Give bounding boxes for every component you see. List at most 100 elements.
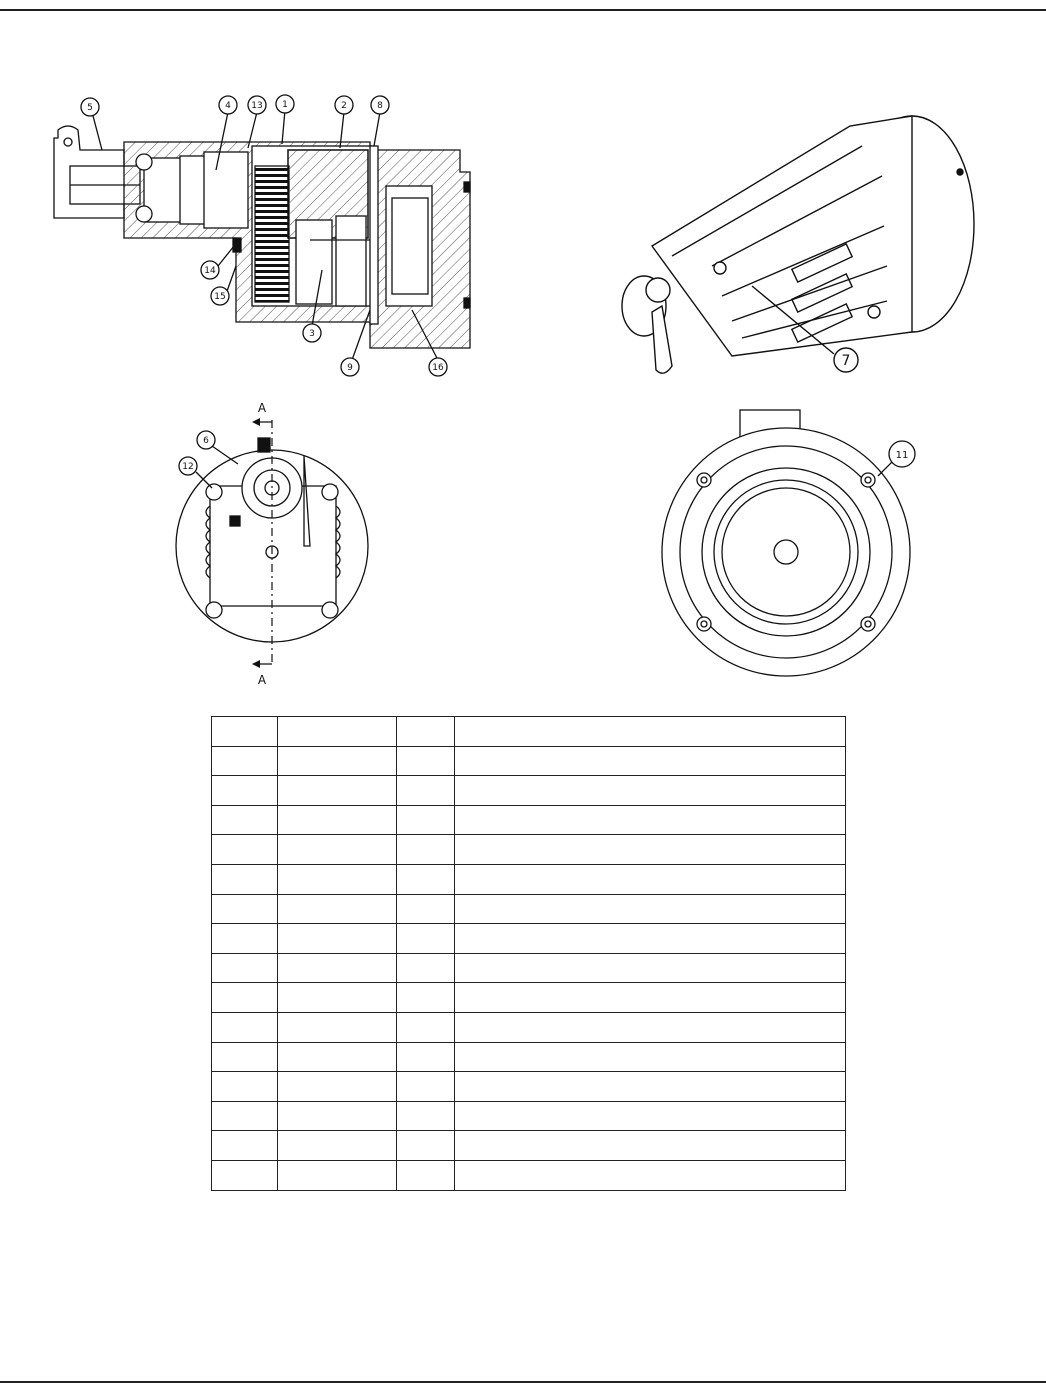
front-view-figure: 11: [656, 406, 926, 686]
table-cell: [211, 834, 278, 865]
table-cell: [396, 1011, 455, 1043]
table-row: [211, 863, 846, 895]
table-cell: [454, 834, 846, 865]
table-cell: [396, 1041, 455, 1073]
callout-2: 2: [341, 101, 347, 111]
table-cell: [454, 1100, 846, 1132]
table-row: [211, 775, 846, 806]
table-cell: [396, 804, 455, 836]
table-cell: [454, 923, 846, 954]
table-cell: [396, 952, 455, 984]
table-cell: [396, 775, 455, 806]
table-row: [211, 1130, 846, 1161]
table-cell: [277, 1159, 397, 1191]
table-row: [211, 982, 846, 1013]
table-cell: [396, 1130, 455, 1161]
table-cell: [277, 1011, 397, 1043]
table-cell: [396, 745, 455, 777]
table-row: [211, 952, 846, 984]
callout-7: 7: [842, 353, 851, 369]
table-row: [211, 1041, 846, 1073]
table-cell: [211, 1130, 278, 1161]
callout-13: 13: [251, 101, 262, 111]
table-header-row: [211, 716, 846, 747]
table-row: [211, 923, 846, 954]
callout-3: 3: [309, 329, 315, 339]
table-row: [211, 1071, 846, 1102]
section-mark-bottom: A: [258, 673, 267, 687]
callout-1: 1: [282, 100, 288, 110]
table-row: [211, 893, 846, 925]
table-cell: [454, 1071, 846, 1102]
table-cell: [396, 1159, 455, 1191]
table-cell: [211, 952, 278, 984]
table-cell: [454, 1159, 846, 1191]
table-cell: [277, 804, 397, 836]
top-rule: [0, 9, 1046, 11]
table-cell: [277, 745, 397, 777]
table-row: [211, 834, 846, 865]
callout-16: 16: [432, 363, 444, 373]
table-cell: [277, 1100, 397, 1132]
table-cell: [277, 1071, 397, 1102]
table-cell: [396, 982, 455, 1013]
table-cell: [211, 804, 278, 836]
header-cell: [211, 716, 278, 747]
table-cell: [211, 1100, 278, 1132]
table-row: [211, 804, 846, 836]
header-cell: [454, 716, 846, 747]
table-cell: [211, 923, 278, 954]
table-cell: [211, 775, 278, 806]
table-cell: [396, 863, 455, 895]
callout-15: 15: [214, 292, 225, 302]
table-row: [211, 1011, 846, 1043]
table-cell: [454, 804, 846, 836]
callout-8: 8: [377, 101, 383, 111]
table-cell: [211, 1071, 278, 1102]
bottom-rule: [0, 1381, 1046, 1383]
parts-table-body: [211, 745, 846, 1191]
table-cell: [396, 1100, 455, 1132]
callout-12: 12: [182, 462, 193, 472]
table-cell: [211, 893, 278, 925]
section-mark-top: A: [258, 401, 267, 415]
table-cell: [277, 893, 397, 925]
section-view-figure: 5 4 13 1 2 8 14 15 3 9 16: [40, 90, 480, 380]
table-cell: [277, 775, 397, 806]
callout-5: 5: [87, 103, 93, 113]
isometric-view-figure: 7: [612, 106, 982, 380]
table-cell: [454, 745, 846, 777]
table-cell: [277, 982, 397, 1013]
table-cell: [454, 1130, 846, 1161]
table-cell: [277, 952, 397, 984]
table-cell: [454, 982, 846, 1013]
table-row: [211, 1159, 846, 1191]
table-row: [211, 1100, 846, 1132]
table-cell: [454, 952, 846, 984]
header-cell: [277, 716, 397, 747]
table-cell: [454, 775, 846, 806]
table-cell: [211, 1159, 278, 1191]
table-cell: [211, 745, 278, 777]
table-cell: [277, 1041, 397, 1073]
table-cell: [211, 1041, 278, 1073]
callout-9: 9: [347, 363, 353, 373]
table-cell: [396, 893, 455, 925]
table-cell: [277, 834, 397, 865]
table-cell: [396, 834, 455, 865]
table-cell: [454, 863, 846, 895]
table-row: [211, 745, 846, 777]
callout-6: 6: [203, 436, 209, 446]
table-cell: [396, 923, 455, 954]
table-cell: [454, 1011, 846, 1043]
callout-4: 4: [225, 101, 231, 111]
table-cell: [277, 923, 397, 954]
table-cell: [454, 1041, 846, 1073]
table-cell: [454, 893, 846, 925]
parts-table: [211, 716, 846, 1191]
callout-11: 11: [896, 450, 909, 461]
table-cell: [396, 1071, 455, 1102]
table-cell: [211, 1011, 278, 1043]
end-view-figure: A A 6 12: [160, 396, 390, 690]
table-cell: [211, 982, 278, 1013]
